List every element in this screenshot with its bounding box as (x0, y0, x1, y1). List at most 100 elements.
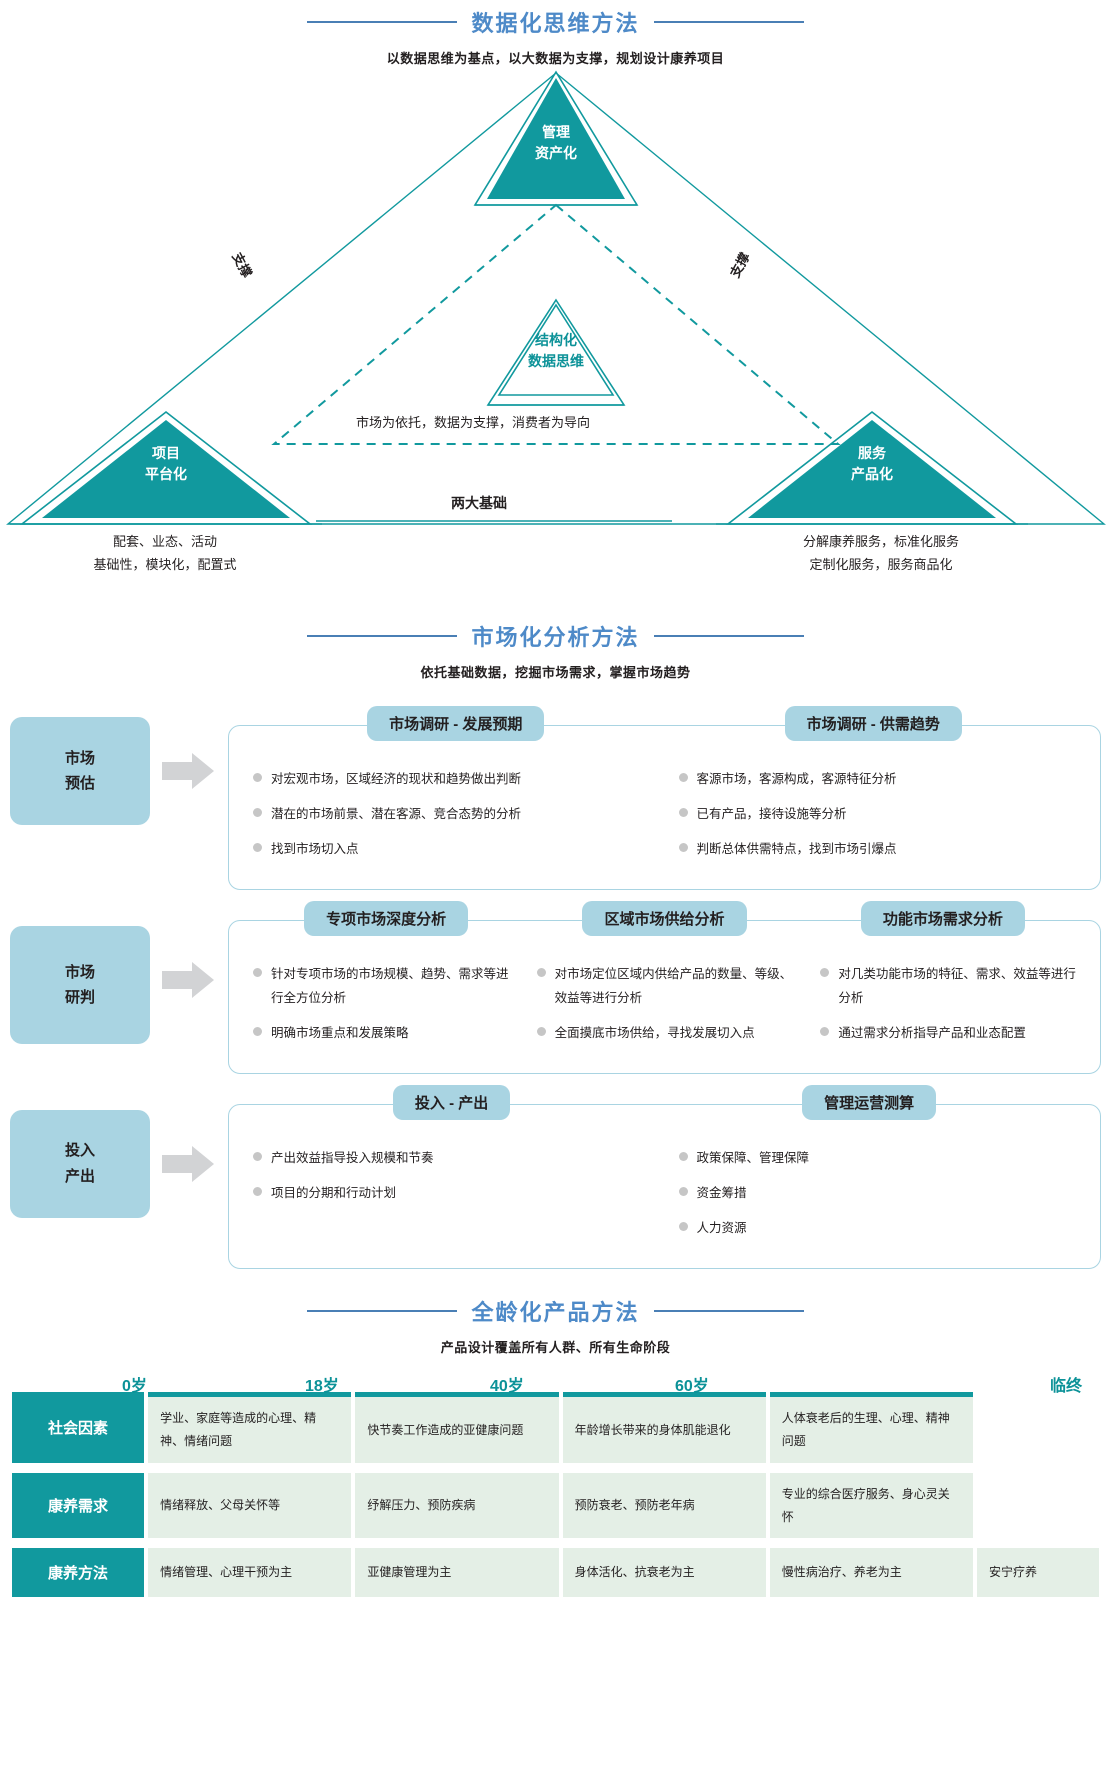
bullet-dot-icon (536, 1026, 546, 1036)
age-row-header: 康养方法 (12, 1548, 145, 1598)
market-bullet-text: 人力资源 (696, 1221, 747, 1235)
market-bullet-item: 对市场定位区域内供给产品的数量、等级、效益等进行分析 (536, 963, 793, 1009)
right-triangle-fill (748, 420, 996, 518)
market-bullet-text: 通过需求分析指导产品和业态配置 (838, 1025, 1026, 1040)
all-age-title-row: 全龄化产品方法 (0, 1295, 1111, 1327)
market-bullet-text: 政策保障、管理保障 (696, 1150, 810, 1165)
left-triangle-fill (42, 420, 290, 518)
market-bullet-item: 针对专项市场的市场规模、趋势、需求等进行全方位分析 (253, 963, 509, 1009)
age-cell: 预防衰老、预防老年病 (562, 1472, 766, 1539)
age-row-header: 社会因素 (12, 1392, 145, 1463)
market-column: 对宏观市场，区域经济的现状和趋势做出判断潜在的市场前景、潜在客源、竞合态势的分析… (239, 760, 665, 873)
center-triangle-outline (497, 303, 615, 396)
age-cell: 专业的综合医疗服务、身心灵关怀 (769, 1472, 974, 1539)
bullet-dot-icon (820, 1026, 830, 1036)
market-analysis-section: 市场化分析方法 依托基础数据，挖掘市场需求，掌握市场趋势 市场预估市场调研 - … (0, 600, 1111, 1270)
market-analysis-header: 市场化分析方法 依托基础数据，挖掘市场需求，掌握市场趋势 (0, 600, 1111, 681)
market-bullet-item: 通过需求分析指导产品和业态配置 (820, 1022, 1076, 1045)
market-bullet-item: 资金筹措 (678, 1182, 1077, 1205)
market-row: 投入产出 投入 - 产出 管理运营测算产出效益指导投入规模和节奏项目的分期和行动计划… (10, 1084, 1101, 1270)
market-chip[interactable]: 功能市场需求分析 (860, 901, 1025, 937)
market-chip-row: 专项市场深度分析 区域市场供给分析 功能市场需求分析 (229, 901, 1100, 937)
title-rule-left (307, 1310, 458, 1313)
age-table-row: 康养需求情绪释放、父母关怀等纾解压力、预防疾病预防衰老、预防老年病专业的综合医疗… (12, 1472, 1099, 1539)
market-flow-arrow (150, 717, 228, 825)
age-mark-label: 临终 (1050, 1378, 1083, 1396)
age-cell: 慢性病治疗、养老为主 (769, 1548, 974, 1598)
market-analysis-subtitle: 依托基础数据，挖掘市场需求，掌握市场趋势 (420, 665, 691, 680)
age-table-row: 康养方法情绪管理、心理干预为主亚健康管理为主身体活化、抗衰老为主慢性病治疗、养老… (12, 1548, 1099, 1598)
page-title: 数据化思维方法 (471, 11, 640, 36)
market-bullet-item: 客源市场，客源构成，客源特征分析 (678, 768, 1077, 791)
bullet-dot-icon (253, 1026, 262, 1036)
age-cell: 身体活化、抗衰老为主 (562, 1548, 766, 1598)
market-columns: 产出效益指导投入规模和节奏项目的分期和行动计划 政策保障、管理保障资金筹措人力资源 (239, 1139, 1090, 1252)
middle-note: 市场为依托，数据为支撑，消费者为导向 (356, 415, 591, 430)
outer-triangle-outline (6, 72, 1106, 525)
arrow-icon (162, 962, 214, 999)
market-stage-badge[interactable]: 市场研判 (10, 926, 150, 1045)
market-bullet-item: 对几类功能市场的特征、需求、效益等进行分析 (820, 963, 1076, 1009)
bullet-dot-icon (678, 1186, 688, 1196)
right-triangle-line2: 产品化 (851, 466, 893, 482)
market-analysis-title: 市场化分析方法 (471, 625, 640, 650)
market-stage-badge[interactable]: 投入产出 (10, 1109, 150, 1218)
all-age-header: 全龄化产品方法 产品设计覆盖所有人群、所有生命阶段 (0, 1281, 1111, 1356)
inner-triangle-label: 结构化 数据思维 (486, 330, 626, 372)
title-rule-right (653, 21, 804, 23)
market-panel: 投入 - 产出 管理运营测算产出效益指导投入规模和节奏项目的分期和行动计划 政策保障… (228, 1084, 1101, 1270)
market-panel: 专项市场深度分析 区域市场供给分析 功能市场需求分析针对专项市场的市场规模、趋势、需… (228, 901, 1101, 1074)
market-column: 客源市场，客源构成，客源特征分析已有产品，接待设施等分析判断总体供需特点，找到市… (665, 760, 1091, 873)
market-analysis-title-row: 市场化分析方法 (0, 620, 1111, 652)
left-triangle-label: 项目 平台化 (96, 443, 236, 485)
title-rule-left (307, 21, 458, 23)
market-bullet-text: 对几类功能市场的特征、需求、效益等进行分析 (838, 967, 1076, 1005)
inner-triangle-line1: 结构化 (535, 332, 577, 348)
data-thinking-header: 数据化思维方法 以数据思维为基点，以大数据为支撑，规划设计康养项目 (0, 0, 1111, 67)
age-cell: 人体衰老后的生理、心理、精神问题 (769, 1392, 974, 1463)
left-caption-line2: 基础性，模块化，配置式 (93, 557, 237, 573)
title-rule-right (653, 635, 804, 637)
market-chip[interactable]: 专项市场深度分析 (304, 901, 469, 937)
left-caption-line1: 配套、业态、活动 (112, 534, 217, 549)
top-triangle-label: 管理 资产化 (486, 122, 626, 164)
market-bullet-item: 产出效益指导投入规模和节奏 (253, 1147, 651, 1170)
market-panel: 市场调研 - 发展预期 市场调研 - 供需趋势对宏观市场，区域经济的现状和趋势做出… (228, 706, 1101, 891)
market-chip[interactable]: 市场调研 - 发展预期 (367, 706, 545, 741)
all-age-title: 全龄化产品方法 (471, 1300, 640, 1326)
market-chip[interactable]: 投入 - 产出 (392, 1084, 511, 1120)
triangle-diagram (6, 70, 1106, 525)
market-chip[interactable]: 区域市场供给分析 (582, 901, 747, 937)
market-chip-row: 市场调研 - 发展预期 市场调研 - 供需趋势 (229, 706, 1100, 741)
market-row: 市场研判 专项市场深度分析 区域市场供给分析 功能市场需求分析针对专项市场的市场规模、… (10, 901, 1101, 1074)
market-chip[interactable]: 市场调研 - 供需趋势 (784, 706, 962, 741)
market-bullet-item: 判断总体供需特点，找到市场引爆点 (678, 838, 1077, 861)
bullet-dot-icon (678, 843, 688, 853)
market-bullet-text: 判断总体供需特点，找到市场引爆点 (696, 842, 897, 857)
left-triangle-line2: 平台化 (145, 466, 187, 482)
top-triangle-line2: 资产化 (535, 145, 577, 161)
market-stage-line1: 投入 (64, 1142, 95, 1160)
left-triangle-line1: 项目 (152, 445, 180, 461)
market-columns: 针对专项市场的市场规模、趋势、需求等进行全方位分析明确市场重点和发展策略对市场定… (239, 955, 1090, 1056)
market-stage-badge[interactable]: 市场预估 (10, 717, 150, 825)
base-note: 两大基础 (451, 495, 507, 511)
market-bullet-item: 已有产品，接待设施等分析 (678, 803, 1077, 826)
market-bullet-item: 政策保障、管理保障 (678, 1147, 1077, 1170)
age-cell-empty (977, 1392, 1099, 1463)
bullet-dot-icon (678, 773, 688, 782)
market-flow-arrow (150, 1110, 228, 1218)
market-stage-line2: 产出 (64, 1167, 95, 1185)
market-stage-line1: 市场 (64, 749, 95, 767)
bullet-dot-icon (678, 808, 688, 818)
market-bullet-text: 潜在的市场前景、潜在客源、竞合态势的分析 (271, 807, 522, 822)
bullet-dot-icon (678, 1151, 688, 1161)
market-column: 产出效益指导投入规模和节奏项目的分期和行动计划 (239, 1139, 665, 1252)
age-cell-empty (977, 1473, 1099, 1539)
market-stage-line2: 预估 (64, 775, 95, 792)
age-mark-label: 0岁 (122, 1378, 147, 1396)
market-chip[interactable]: 管理运营测算 (802, 1084, 937, 1120)
market-column: 针对专项市场的市场规模、趋势、需求等进行全方位分析明确市场重点和发展策略 (239, 955, 523, 1056)
left-caption: 配套、业态、活动 基础性，模块化，配置式 (20, 530, 310, 577)
market-bullet-item: 人力资源 (678, 1217, 1077, 1240)
